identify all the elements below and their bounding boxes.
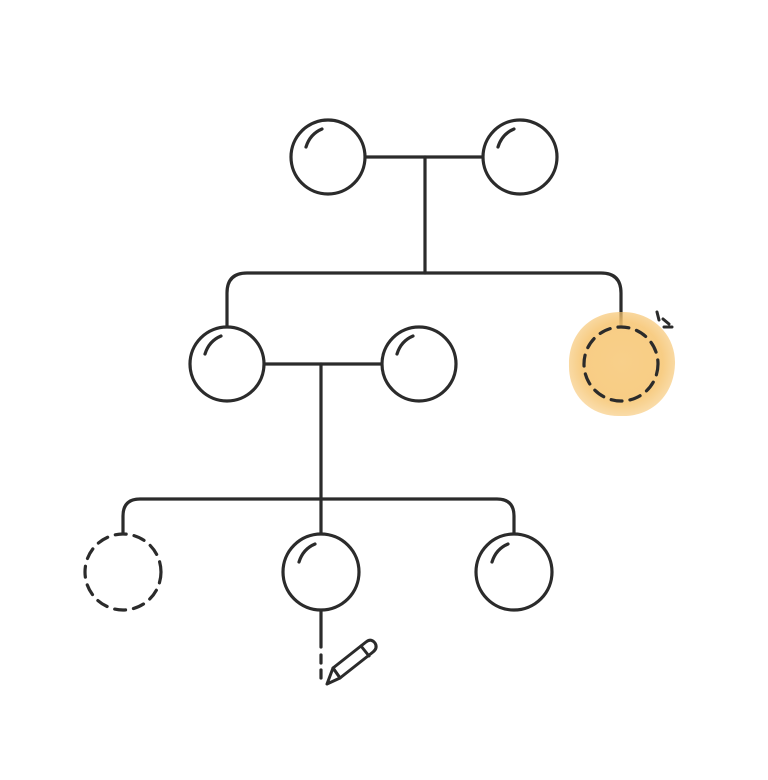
sibling-bar-generation-3 (121, 497, 516, 535)
node-child-1[interactable] (83, 532, 163, 612)
node-shine (203, 334, 223, 356)
node-child-2[interactable] (281, 532, 361, 612)
node-shine (496, 127, 516, 149)
node-shine (395, 334, 415, 356)
sibling-bar-generation-2 (225, 271, 623, 328)
pencil-icon[interactable] (325, 638, 378, 686)
node-parent-1[interactable] (188, 325, 266, 403)
node-uncle-aunt[interactable] (582, 325, 660, 403)
node-grandparent-2[interactable] (481, 118, 559, 196)
sparkle-icon (655, 310, 674, 329)
node-parent-2[interactable] (380, 325, 458, 403)
node-child-3[interactable] (474, 532, 554, 612)
node-shine (297, 542, 317, 564)
node-shine (490, 542, 510, 564)
node-grandparent-1[interactable] (289, 118, 367, 196)
node-shine (304, 127, 324, 149)
